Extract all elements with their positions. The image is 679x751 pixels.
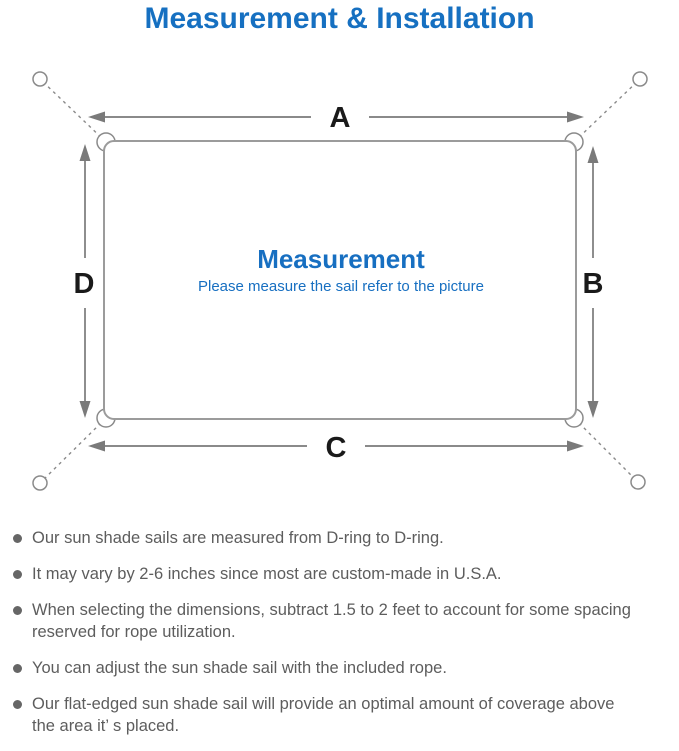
dim-label-c: C [326,432,347,464]
bullet-dot-icon [13,664,22,673]
arrowhead-a-left-icon [88,111,105,123]
list-item: Our sun shade sails are measured from D-… [13,527,673,549]
anchor-rings [32,71,648,491]
dimension-c: C [88,432,584,464]
note-text: It may vary by 2-6 inches since most are… [32,565,502,583]
note-text: Our flat-edged sun shade sail will provi… [32,695,615,735]
dim-label-d: D [74,268,95,300]
list-item: You can adjust the sun shade sail with t… [13,657,673,679]
arrowhead-b-down-icon [587,401,599,418]
list-item: It may vary by 2-6 inches since most are… [13,563,673,585]
center-heading: Measurement [257,244,425,274]
list-item: Our flat-edged sun shade sail will provi… [13,693,673,737]
sun-shade-sail-rect [103,140,577,420]
anchor-dashed-lines [39,78,641,484]
dimension-b: B [583,146,604,418]
dimension-a: A [88,102,584,134]
dashed-line-top-right [573,78,641,143]
notes-list: Our sun shade sails are measured from D-… [0,527,679,751]
list-item: When selecting the dimensions, subtract … [13,599,673,643]
note-text: Our sun shade sails are measured from D-… [32,529,444,547]
dim-label-a: A [330,102,351,134]
anchor-ring-top-right-icon [632,71,648,87]
arrowhead-c-right-icon [567,440,584,452]
bullet-dot-icon [13,534,22,543]
bullet-dot-icon [13,700,22,709]
anchor-ring-bottom-left-icon [32,475,48,491]
arrowhead-b-up-icon [587,146,599,163]
dashed-line-bottom-right [573,417,639,483]
dashed-line-bottom-left [39,417,107,484]
center-caption: Please measure the sail refer to the pic… [198,278,484,295]
note-text: You can adjust the sun shade sail with t… [32,659,447,677]
page-title: Measurement & Installation [144,2,535,35]
dimension-d: D [74,144,95,418]
arrowhead-a-right-icon [567,111,584,123]
arrowhead-d-down-icon [79,401,91,418]
anchor-ring-top-left-icon [32,71,48,87]
bullet-dot-icon [13,606,22,615]
bullet-dot-icon [13,570,22,579]
dim-label-b: B [583,268,604,300]
anchor-ring-bottom-right-icon [630,474,646,490]
arrowhead-c-left-icon [88,440,105,452]
note-text: When selecting the dimensions, subtract … [32,601,631,641]
measurement-diagram: A C D B Measurement Please measure the s… [32,71,648,491]
arrowhead-d-up-icon [79,144,91,161]
dashed-line-top-left [39,78,107,143]
